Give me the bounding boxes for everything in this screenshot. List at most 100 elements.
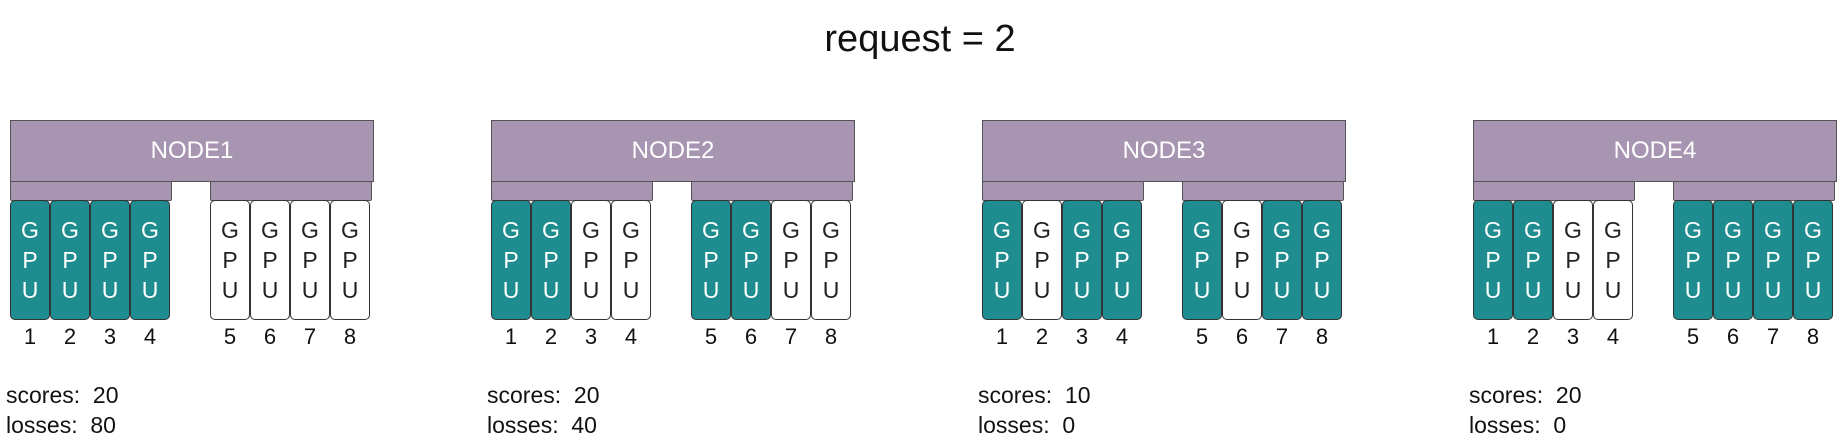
scores-value: 20 bbox=[1555, 382, 1582, 408]
scores-value: 20 bbox=[92, 382, 119, 408]
gpu-letter: G bbox=[61, 217, 79, 243]
gpu-letter: P bbox=[1605, 247, 1621, 273]
socket-bar-1 bbox=[982, 181, 1144, 201]
gpu-letter: P bbox=[142, 247, 158, 273]
node-header: NODE2 bbox=[491, 120, 855, 182]
page-title: request = 2 bbox=[824, 18, 1016, 60]
node-header: NODE1 bbox=[10, 120, 374, 182]
gpu-number: 7 bbox=[784, 324, 798, 349]
gpu-letter: G bbox=[341, 217, 359, 243]
gpu-letter: U bbox=[1193, 277, 1211, 303]
scores-row: scores: 10 bbox=[978, 380, 1091, 410]
gpu-number: 3 bbox=[1566, 324, 1580, 349]
node-header: NODE3 bbox=[982, 120, 1346, 182]
gpu-number: 7 bbox=[1275, 324, 1289, 349]
gpu-letter: U bbox=[1604, 277, 1622, 303]
gpu-letter: U bbox=[141, 277, 159, 303]
gpu-letter: P bbox=[102, 247, 118, 273]
gpu-letter: U bbox=[1564, 277, 1582, 303]
gpu-letter: P bbox=[1805, 247, 1821, 273]
node-header: NODE4 bbox=[1473, 120, 1837, 182]
gpu-letter: U bbox=[1273, 277, 1291, 303]
gpu-letter: U bbox=[702, 277, 720, 303]
gpu-letter: U bbox=[1073, 277, 1091, 303]
gpu-number: 5 bbox=[1686, 324, 1700, 349]
gpu-letter: U bbox=[1233, 277, 1251, 303]
gpu-number: 7 bbox=[303, 324, 317, 349]
gpu-number: 6 bbox=[1235, 324, 1249, 349]
gpu-letter: G bbox=[542, 217, 560, 243]
gpu-letter: G bbox=[221, 217, 239, 243]
gpu-letter: U bbox=[1804, 277, 1822, 303]
gpu-letter: G bbox=[622, 217, 640, 243]
gpu-number: 6 bbox=[1726, 324, 1740, 349]
gpu-letter: P bbox=[302, 247, 318, 273]
gpu-number: 5 bbox=[704, 324, 718, 349]
gpu-number: 3 bbox=[1075, 324, 1089, 349]
losses-value: 40 bbox=[571, 412, 597, 438]
gpu-number: 3 bbox=[584, 324, 598, 349]
gpu-letter: G bbox=[21, 217, 39, 243]
losses-row: losses: 80 bbox=[6, 410, 119, 440]
scores-row: scores: 20 bbox=[1469, 380, 1582, 410]
gpu-letter: P bbox=[823, 247, 839, 273]
gpu-number: 2 bbox=[63, 324, 77, 349]
gpu-letter: P bbox=[783, 247, 799, 273]
gpu-letter: P bbox=[1234, 247, 1250, 273]
gpu-letter: G bbox=[1724, 217, 1742, 243]
gpu-letter: G bbox=[1564, 217, 1582, 243]
gpu-number: 5 bbox=[1195, 324, 1209, 349]
gpu-letter: U bbox=[1484, 277, 1502, 303]
gpu-letter: U bbox=[622, 277, 640, 303]
gpu-letter: G bbox=[1233, 217, 1251, 243]
gpu-letter: U bbox=[1313, 277, 1331, 303]
losses-value: 0 bbox=[1062, 412, 1076, 438]
gpu-letter: U bbox=[782, 277, 800, 303]
losses-value: 80 bbox=[90, 412, 116, 438]
gpu-letter: P bbox=[1114, 247, 1130, 273]
gpu-letter: P bbox=[1765, 247, 1781, 273]
gpu-letter: P bbox=[22, 247, 38, 273]
gpu-letter: P bbox=[583, 247, 599, 273]
gpu-letter: P bbox=[1565, 247, 1581, 273]
gpu-letter: G bbox=[1604, 217, 1622, 243]
scores-label: scores: bbox=[487, 382, 562, 408]
gpu-letter: P bbox=[743, 247, 759, 273]
gpu-letter: G bbox=[993, 217, 1011, 243]
gpu-letter: G bbox=[1113, 217, 1131, 243]
gpu-number: 4 bbox=[1606, 324, 1620, 349]
gpu-letter: G bbox=[1484, 217, 1502, 243]
gpu-letter: G bbox=[1804, 217, 1822, 243]
gpu-letter: P bbox=[222, 247, 238, 273]
gpu-letter: U bbox=[993, 277, 1011, 303]
gpu-letter: U bbox=[822, 277, 840, 303]
gpu-letter: P bbox=[1314, 247, 1330, 273]
losses-label: losses: bbox=[6, 412, 78, 438]
socket-bar-2 bbox=[210, 181, 372, 201]
gpu-number: 1 bbox=[504, 324, 518, 349]
gpu-letter: P bbox=[62, 247, 78, 273]
